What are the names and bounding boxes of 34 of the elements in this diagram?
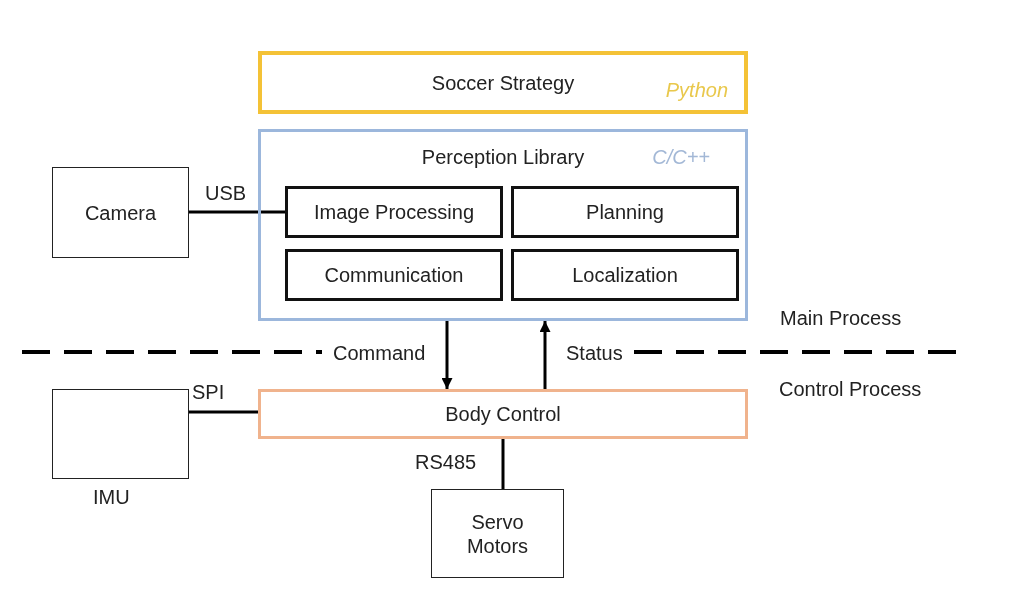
edge-label: RS485 [415,450,477,474]
device-box [52,167,189,258]
device-caption: IMU [93,485,130,509]
edge-label: Status [566,341,623,365]
box-label: Perception Library [421,145,585,169]
language-label: C/C++ [652,145,710,169]
section-label: Control Process [779,377,922,401]
box-label: Soccer Strategy [431,71,575,95]
process-box [258,129,748,321]
connector-line [189,210,285,214]
connector-line [189,410,258,414]
module-box [285,186,503,238]
box-label: Planning [586,200,664,224]
arrow [441,321,453,389]
device-box [52,389,189,479]
module-box [285,249,503,301]
process-box [258,51,748,114]
edge-label: USB [205,181,247,205]
box-label: Image Processing [313,200,475,224]
process-box [258,389,748,439]
box-label: Localization [572,263,678,287]
edge-label: Command [333,341,426,365]
arrow [539,321,551,389]
module-box [511,249,739,301]
language-label: Python [665,78,728,102]
device-box [431,489,564,578]
edge-label: SPI [192,380,225,404]
box-label: Servo Motors [465,509,530,558]
section-label: Main Process [780,306,902,330]
module-box [511,186,739,238]
box-label: Body Control [445,402,561,426]
connector-line [501,439,505,489]
box-label: Camera [84,200,157,225]
box-label: Communication [324,263,464,287]
